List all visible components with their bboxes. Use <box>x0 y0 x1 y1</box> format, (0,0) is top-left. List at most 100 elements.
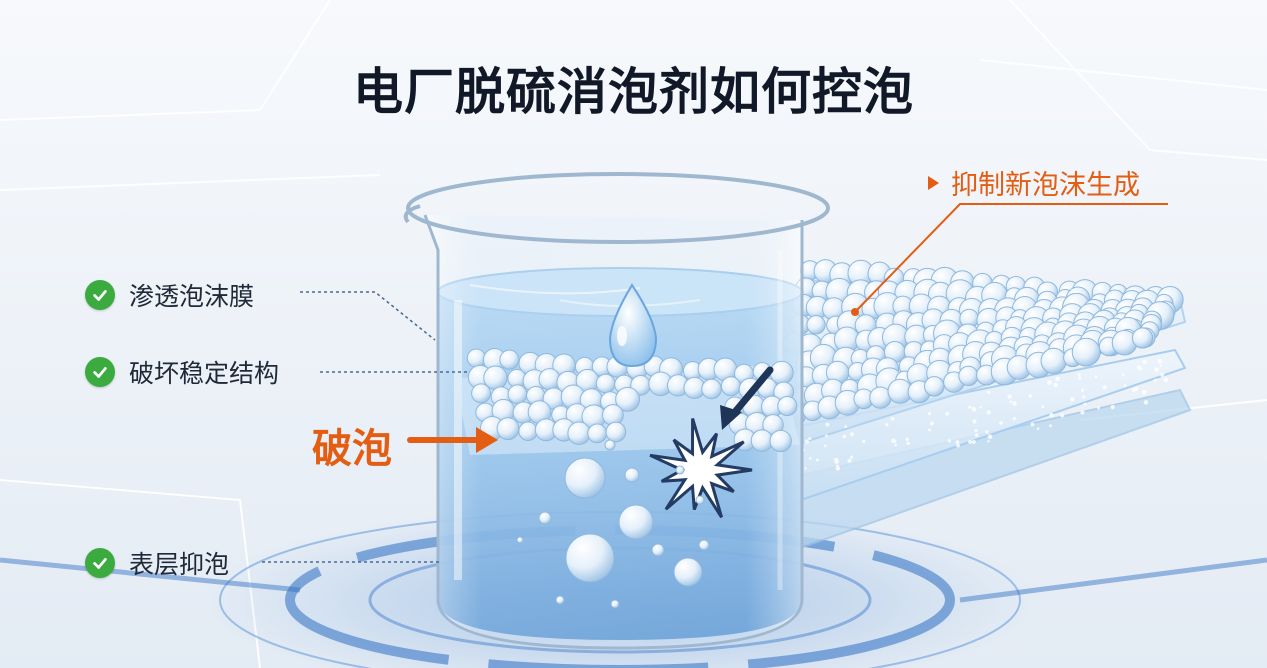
foam-bubble <box>1131 327 1154 349</box>
water-bubble <box>564 457 606 499</box>
sheet-dot <box>850 455 854 459</box>
sheet-dot <box>808 456 812 460</box>
foam-bubble <box>615 386 641 412</box>
sheet-dot <box>955 440 960 445</box>
water-bubble <box>516 536 524 544</box>
sheet-dot <box>842 434 847 439</box>
leader-lines <box>262 203 1168 563</box>
sheet-dot <box>987 390 991 394</box>
label-break-stable-structure: 破坏稳定结构 <box>85 354 279 390</box>
sheet-dot <box>1133 386 1139 391</box>
sheet-dot <box>1012 416 1016 421</box>
foam-layers <box>768 259 1192 550</box>
sheet-dot <box>1159 364 1162 368</box>
sheet-dot <box>987 439 990 443</box>
water-bubble <box>675 465 685 475</box>
triangle-marker-icon <box>928 175 939 190</box>
sheet-dot <box>971 407 977 412</box>
sheet-dot <box>987 434 993 440</box>
sheet-dot <box>1122 373 1125 377</box>
sheet-dot <box>1154 367 1159 372</box>
sheet-dot <box>890 416 895 421</box>
label-text: 抑制新泡沫生成 <box>951 170 1140 201</box>
foam-bubble <box>518 421 538 442</box>
sheet-dot <box>1083 402 1087 406</box>
sheet-dot <box>968 439 973 444</box>
sheet-dot <box>894 443 897 447</box>
sheet-dot <box>1030 422 1035 427</box>
foam-bubble <box>595 373 616 394</box>
water-bubble <box>565 533 615 583</box>
foam-bubble <box>750 429 774 452</box>
sheet-dot <box>1077 373 1081 377</box>
sheet-dot <box>862 439 866 444</box>
sheet-dot <box>804 467 807 470</box>
sheet-dot <box>1078 376 1082 380</box>
sheet-dot <box>1094 375 1098 379</box>
sheet-dot <box>947 439 952 443</box>
sheet-dot <box>968 405 972 409</box>
sheet-dot <box>1053 382 1059 388</box>
sheet-dot <box>986 410 991 415</box>
sheet-dot <box>1070 397 1075 402</box>
foam-bubble <box>507 384 528 405</box>
rising-bubbles <box>516 439 710 609</box>
foam-bubble <box>466 348 486 368</box>
water-bubble <box>555 595 565 605</box>
water-bubble <box>673 557 703 587</box>
sheet-dot <box>834 459 839 464</box>
water-bubble <box>651 543 665 557</box>
water-drop-icon <box>608 283 658 368</box>
sheet-dot <box>906 441 910 446</box>
sheet-dot <box>929 421 934 426</box>
foam-bubble <box>1071 337 1101 367</box>
sheet-dot <box>835 466 841 471</box>
page-title: 电厂脱硫消泡剂如何控泡 <box>353 63 914 121</box>
water-bubble <box>538 511 552 525</box>
sheet-dot <box>1142 359 1147 365</box>
sheet-dot <box>1153 378 1157 382</box>
sheet-dot <box>1036 427 1040 431</box>
sheet-dot <box>885 423 889 427</box>
sheet-dot <box>1141 389 1147 395</box>
water-bubble <box>624 467 640 483</box>
foam-bubble <box>806 315 826 335</box>
sheet-dot <box>1055 376 1060 382</box>
foam-bubble <box>605 421 627 443</box>
sheet-dot <box>972 419 977 424</box>
label-text: 表层抑泡 <box>129 550 230 579</box>
sheet-dot <box>1102 385 1107 390</box>
sheet-dot <box>1163 377 1169 383</box>
check-circle-icon <box>85 280 115 310</box>
sheet-dot <box>1143 400 1149 405</box>
foam-bubble <box>701 378 722 400</box>
foam-bubble <box>496 417 520 441</box>
sheet-dot <box>979 406 982 409</box>
sheet-dot <box>808 437 812 441</box>
foam-bubble <box>1040 347 1067 375</box>
sheet-dot <box>1097 406 1100 410</box>
sheet-dot <box>974 429 978 433</box>
sheet-dot <box>824 444 827 448</box>
label-suppress-new-foam: 抑制新泡沫生成 <box>928 163 1140 202</box>
water-bubble <box>610 599 620 609</box>
sheet-dot <box>1110 404 1115 410</box>
foam-bubble <box>958 365 979 387</box>
sheet-dot <box>890 438 896 444</box>
sheet-dot <box>1157 359 1163 364</box>
sheet-dot <box>945 411 950 416</box>
sheet-dot <box>1049 412 1054 418</box>
label-penetrate-foam-film: 渗透泡沫膜 <box>85 277 254 313</box>
sheet-dot <box>825 422 830 427</box>
sheet-dot <box>1012 401 1017 406</box>
sheet-dot <box>1123 384 1127 387</box>
sheet-dot <box>1047 380 1052 385</box>
water-bubble <box>604 439 616 451</box>
sheet-dot <box>1080 410 1085 415</box>
sheet-dot <box>1041 405 1045 409</box>
sheet-dot <box>956 443 960 448</box>
label-text: 破坏稳定结构 <box>129 359 280 388</box>
water-bubble <box>695 495 705 505</box>
label-surface-suppression: 表层抑泡 <box>85 545 229 581</box>
foam-bubble <box>924 376 945 397</box>
